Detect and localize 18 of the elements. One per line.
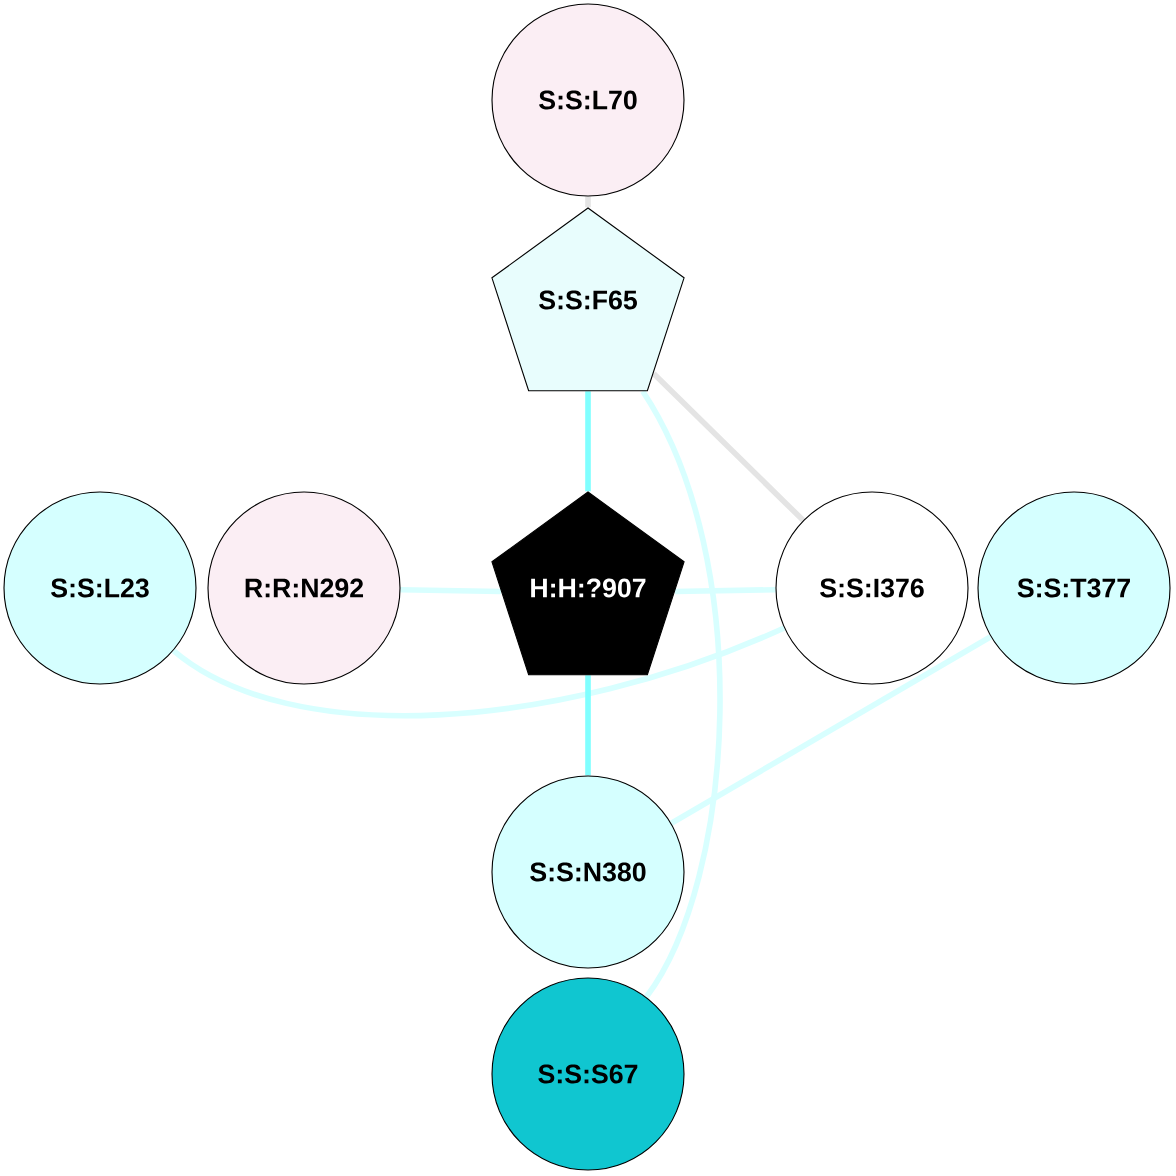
- circle-node: S:S:L23: [3, 491, 197, 685]
- circle-node: R:R:N292: [207, 491, 401, 685]
- connector-line: [640, 389, 723, 999]
- pentagon-node: S:S:F65: [491, 207, 685, 392]
- connector-line: [674, 586, 776, 595]
- connector-line: [585, 391, 591, 492]
- circle-node: S:S:I376: [775, 491, 969, 685]
- connector-line: [651, 371, 806, 523]
- circle-node: S:S:L70: [491, 3, 685, 197]
- pentagon-node: H:H:?907: [491, 491, 685, 676]
- connector-line: [400, 586, 502, 595]
- circle-node: S:S:S67: [491, 977, 685, 1171]
- circle-node: S:S:N380: [491, 775, 685, 969]
- circle-node: S:S:T377: [977, 491, 1171, 685]
- connector-line: [669, 634, 993, 826]
- connector-line: [171, 625, 786, 719]
- connector-line: [585, 196, 591, 208]
- connector-line: [585, 675, 591, 776]
